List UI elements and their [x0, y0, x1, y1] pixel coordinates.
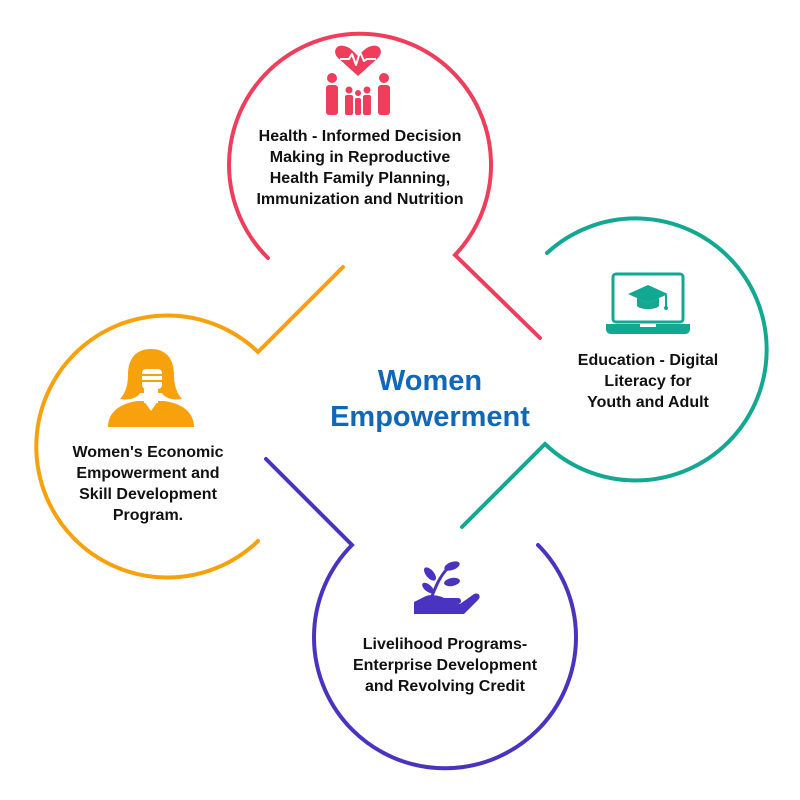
- health-label-line: Immunization and Nutrition: [256, 191, 464, 208]
- center-title: Women Empowerment: [280, 363, 580, 435]
- health-label-line: Health - Informed Decision: [258, 128, 462, 145]
- education-label-line: Education - Digital: [577, 352, 719, 369]
- woman-raised-fist-icon: [108, 349, 194, 427]
- center-title-line-1: Women: [377, 365, 483, 397]
- economic-label-line: Skill Development: [79, 486, 217, 503]
- education-label: Education - Digital Literacy for Youth a…: [548, 350, 748, 413]
- laptop-graduation-cap-icon: [606, 272, 690, 334]
- health-ring: [227, 31, 542, 340]
- livelihood-label-line: Enterprise Development: [352, 657, 538, 674]
- economic-label-line: Empowerment and: [76, 465, 220, 482]
- livelihood-ring: [264, 457, 578, 771]
- economic-label-line: Program.: [112, 507, 184, 524]
- health-label-line: Making in Reproductive: [269, 149, 451, 166]
- education-label-line: Youth and Adult: [587, 394, 709, 411]
- livelihood-label-line: Livelihood Programs-: [362, 636, 528, 653]
- hand-holding-plant-icon: [414, 561, 480, 614]
- education-label-line: Literacy for: [604, 373, 692, 390]
- education-ring: [460, 216, 769, 529]
- livelihood-label-line: and Revolving Credit: [364, 678, 526, 695]
- economic-label: Women's Economic Empowerment and Skill D…: [48, 442, 248, 526]
- economic-ring: [34, 265, 345, 580]
- center-title-line-2: Empowerment: [330, 401, 530, 433]
- health-label: Health - Informed Decision Making in Rep…: [230, 126, 490, 210]
- family-heart-icon: [326, 45, 390, 115]
- economic-label-line: Women's Economic: [72, 444, 224, 461]
- livelihood-label: Livelihood Programs- Enterprise Developm…: [325, 634, 565, 697]
- health-label-line: Health Family Planning,: [269, 170, 451, 187]
